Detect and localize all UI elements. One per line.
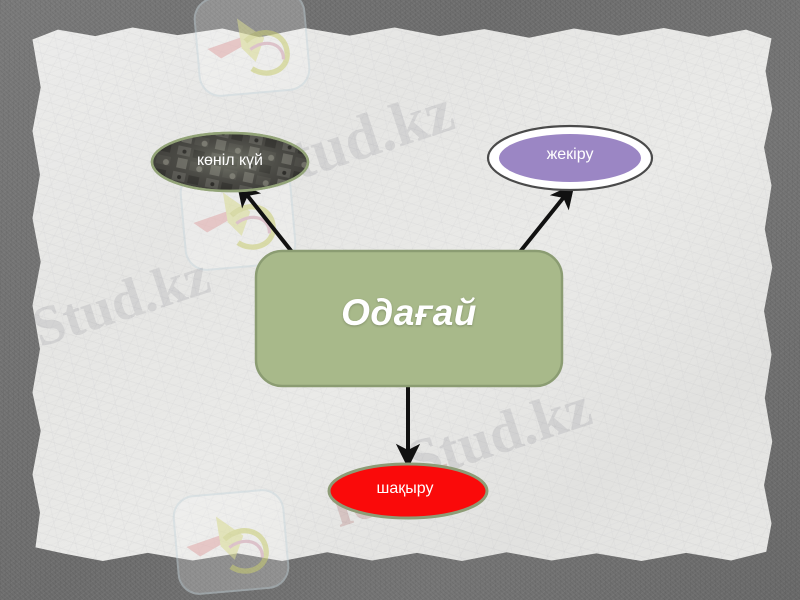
node-konil-kuy[interactable] xyxy=(150,131,310,193)
node-odagai[interactable] xyxy=(254,249,564,388)
connector-odagai-to-konil-kuy[interactable] xyxy=(236,181,302,264)
connector-odagai-to-zhekiru[interactable] xyxy=(513,183,575,260)
node-shaqyru[interactable] xyxy=(327,462,489,520)
connector-group xyxy=(236,181,575,469)
